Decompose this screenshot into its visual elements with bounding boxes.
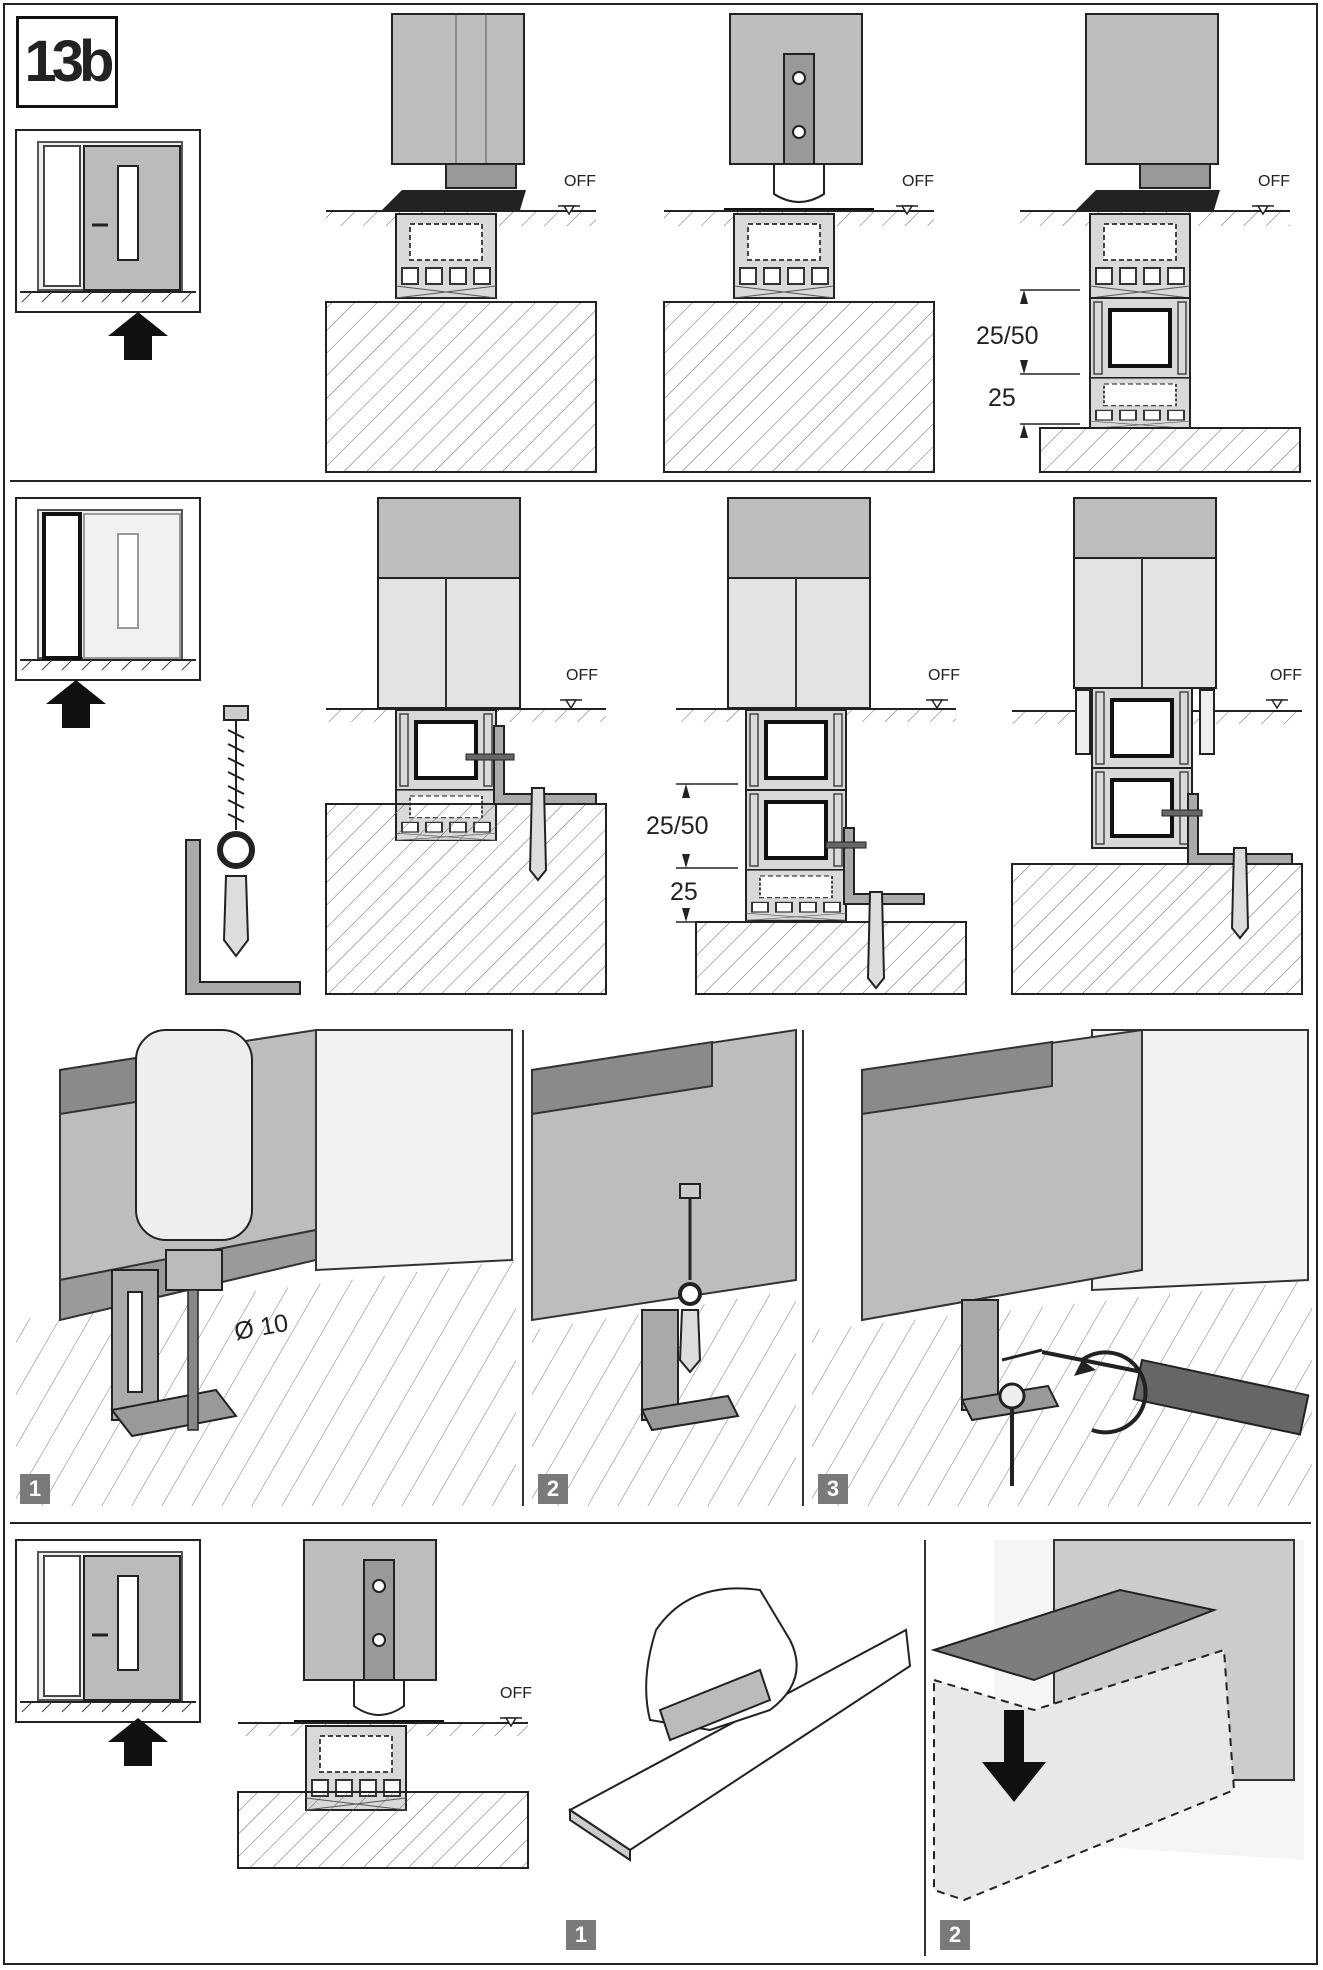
- wipe-sill-illustration: [560, 1560, 920, 1880]
- off-label: OFF: [564, 173, 596, 190]
- up-arrow-icon: [108, 312, 168, 360]
- sub-step-badge-3: 3: [818, 1474, 848, 1504]
- install-step-dowel: [531, 1028, 797, 1506]
- fixing-kit-icon: [185, 700, 306, 1000]
- page-frame: [3, 3, 1318, 1965]
- sill-detail-2a: OFF: [325, 497, 616, 998]
- sill-detail-1c: 25/50 25 OFF: [976, 13, 1301, 474]
- off-label: OFF: [1258, 173, 1290, 190]
- section-divider: [10, 1522, 1311, 1524]
- off-label: OFF: [500, 1685, 532, 1702]
- door-front-view-row4: [15, 1539, 206, 1770]
- sill-detail-4: OFF: [237, 1539, 538, 1870]
- section-divider: [10, 480, 1311, 482]
- sub-step-separator: [924, 1540, 926, 1956]
- sub-step-badge-1: 1: [20, 1474, 50, 1504]
- sub-step-separator: [802, 1030, 804, 1506]
- sill-detail-1a: OFF: [325, 13, 606, 474]
- sub-step-separator: [522, 1030, 524, 1506]
- dimension-lower: 25: [988, 384, 1016, 412]
- sill-detail-2c: OFF: [1011, 497, 1312, 998]
- off-label: OFF: [928, 667, 960, 684]
- install-step-screw: [812, 1028, 1312, 1506]
- sill-detail-2b: 25/50 25 OFF: [646, 497, 976, 998]
- dimension-lower: 25: [670, 878, 698, 906]
- dimension-upper: 25/50: [976, 322, 1039, 350]
- install-step-drill: Ø 10: [16, 1028, 516, 1506]
- off-label: OFF: [566, 667, 598, 684]
- bottom-sub-step-badge-1: 1: [566, 1920, 596, 1950]
- up-arrow-icon: [108, 1718, 168, 1766]
- door-front-view-row1: [15, 129, 206, 360]
- off-label: OFF: [1270, 667, 1302, 684]
- up-arrow-icon: [46, 680, 106, 728]
- sub-step-badge-2: 2: [538, 1474, 568, 1504]
- sill-detail-1b: OFF: [663, 13, 944, 474]
- insert-sill-cover-illustration: [930, 1539, 1304, 1960]
- door-front-view-row2: [15, 497, 206, 728]
- bottom-sub-step-badge-2: 2: [940, 1920, 970, 1950]
- off-label: OFF: [902, 173, 934, 190]
- dimension-upper: 25/50: [646, 812, 709, 840]
- step-number-badge: 13b: [16, 16, 118, 108]
